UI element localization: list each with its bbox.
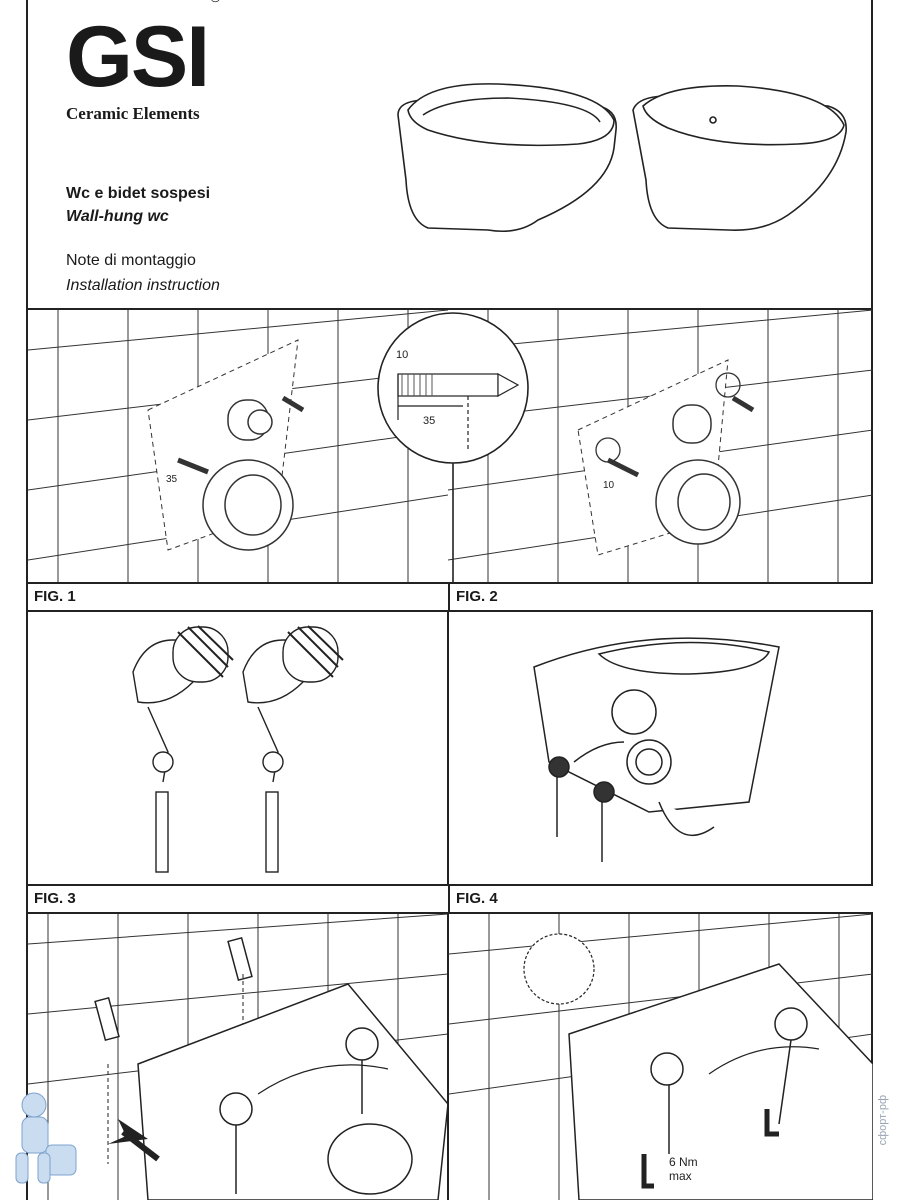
row3-divider bbox=[447, 914, 449, 1200]
instruction-sheet: GSI® Ceramic Elements Wc e bidet sospesi… bbox=[26, 0, 873, 1200]
toilet-bidet-illustration bbox=[397, 83, 847, 233]
fig1-dimension-label: 35 bbox=[166, 474, 178, 485]
fig6-drawing: 6 Nm max bbox=[449, 914, 873, 1200]
title-english: Wall-hung wc bbox=[66, 208, 169, 225]
fig2-dimension-b: 35 bbox=[423, 415, 435, 427]
subtitle-english: Installation instruction bbox=[66, 277, 220, 294]
fig3-drawing bbox=[132, 625, 344, 873]
fig4-drawing bbox=[533, 637, 780, 862]
header: GSI® Ceramic Elements Wc e bidet sospesi… bbox=[28, 0, 871, 310]
fig1-caption: FIG. 1 bbox=[28, 582, 448, 612]
fig3-caption: FIG. 3 bbox=[28, 884, 448, 914]
fig1-drawing: 35 bbox=[28, 310, 448, 582]
subtitle-italian: Note di montaggio bbox=[66, 252, 196, 269]
fig2-detail-magnifier: 10 35 bbox=[377, 312, 529, 600]
title-italian: Wc e bidet sospesi bbox=[66, 185, 211, 202]
row2-divider bbox=[447, 612, 449, 884]
fig5-drawing bbox=[28, 914, 448, 1200]
watermark-text: сфорт-рф bbox=[877, 1095, 889, 1146]
brand-tagline: Ceramic Elements bbox=[66, 104, 200, 123]
fig2-rod-label: 10 bbox=[603, 480, 615, 491]
torque-value: 6 Nm bbox=[669, 1155, 698, 1169]
watermark-mascot-icon bbox=[15, 1092, 77, 1184]
fig2-caption: FIG. 2 bbox=[448, 582, 873, 612]
fig2-drawing: 10 bbox=[448, 310, 873, 582]
fig2-dimension-a: 10 bbox=[396, 349, 408, 361]
torque-unit: max bbox=[669, 1169, 692, 1183]
fig4-caption: FIG. 4 bbox=[448, 884, 873, 914]
brand-logo: GSI® bbox=[66, 0, 221, 105]
